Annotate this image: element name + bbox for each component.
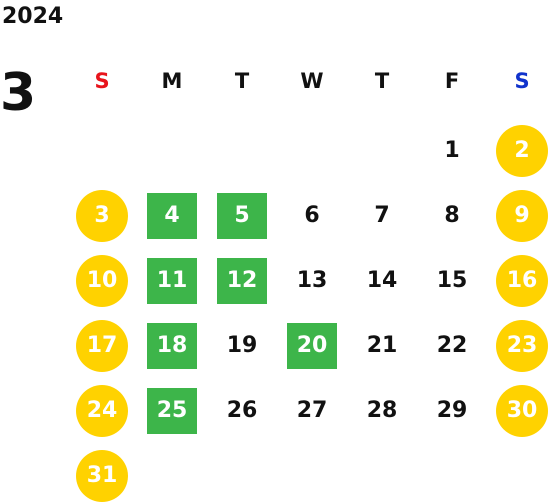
day-cell-10[interactable]: 10 — [76, 255, 128, 307]
weekday-label: F — [444, 69, 460, 93]
day-cell-22[interactable]: 22 — [436, 333, 468, 358]
calendar-month: 3 — [0, 63, 37, 123]
day-cell-19[interactable]: 19 — [226, 333, 258, 358]
day-cell-12[interactable]: 12 — [217, 258, 267, 304]
day-cell-9[interactable]: 9 — [496, 190, 548, 242]
day-cell-24[interactable]: 24 — [76, 385, 128, 437]
weekday-label: M — [161, 69, 183, 93]
day-cell-13[interactable]: 13 — [296, 268, 328, 293]
weekday-label: T — [234, 69, 250, 93]
weekday-label: W — [300, 69, 324, 93]
weekday-label: T — [374, 69, 390, 93]
day-cell-18[interactable]: 18 — [147, 323, 197, 369]
weekday-label: S — [514, 69, 530, 93]
day-cell-6[interactable]: 6 — [304, 203, 320, 228]
day-cell-16[interactable]: 16 — [496, 255, 548, 307]
day-cell-31[interactable]: 31 — [76, 450, 128, 502]
day-cell-7[interactable]: 7 — [374, 203, 390, 228]
day-cell-30[interactable]: 30 — [496, 385, 548, 437]
day-cell-29[interactable]: 29 — [436, 398, 468, 423]
day-cell-21[interactable]: 21 — [366, 333, 398, 358]
day-cell-17[interactable]: 17 — [76, 320, 128, 372]
day-cell-1[interactable]: 1 — [444, 138, 460, 163]
day-cell-15[interactable]: 15 — [436, 268, 468, 293]
day-cell-4[interactable]: 4 — [147, 193, 197, 239]
day-cell-5[interactable]: 5 — [217, 193, 267, 239]
day-cell-2[interactable]: 2 — [496, 125, 548, 177]
day-cell-27[interactable]: 27 — [296, 398, 328, 423]
day-cell-26[interactable]: 26 — [226, 398, 258, 423]
day-cell-20[interactable]: 20 — [287, 323, 337, 369]
day-cell-8[interactable]: 8 — [444, 203, 460, 228]
day-cell-11[interactable]: 11 — [147, 258, 197, 304]
day-cell-3[interactable]: 3 — [76, 190, 128, 242]
day-cell-25[interactable]: 25 — [147, 388, 197, 434]
day-cell-28[interactable]: 28 — [366, 398, 398, 423]
weekday-label: S — [94, 69, 110, 93]
day-cell-14[interactable]: 14 — [366, 268, 398, 293]
day-cell-23[interactable]: 23 — [496, 320, 548, 372]
calendar-year: 2024 — [2, 4, 64, 29]
